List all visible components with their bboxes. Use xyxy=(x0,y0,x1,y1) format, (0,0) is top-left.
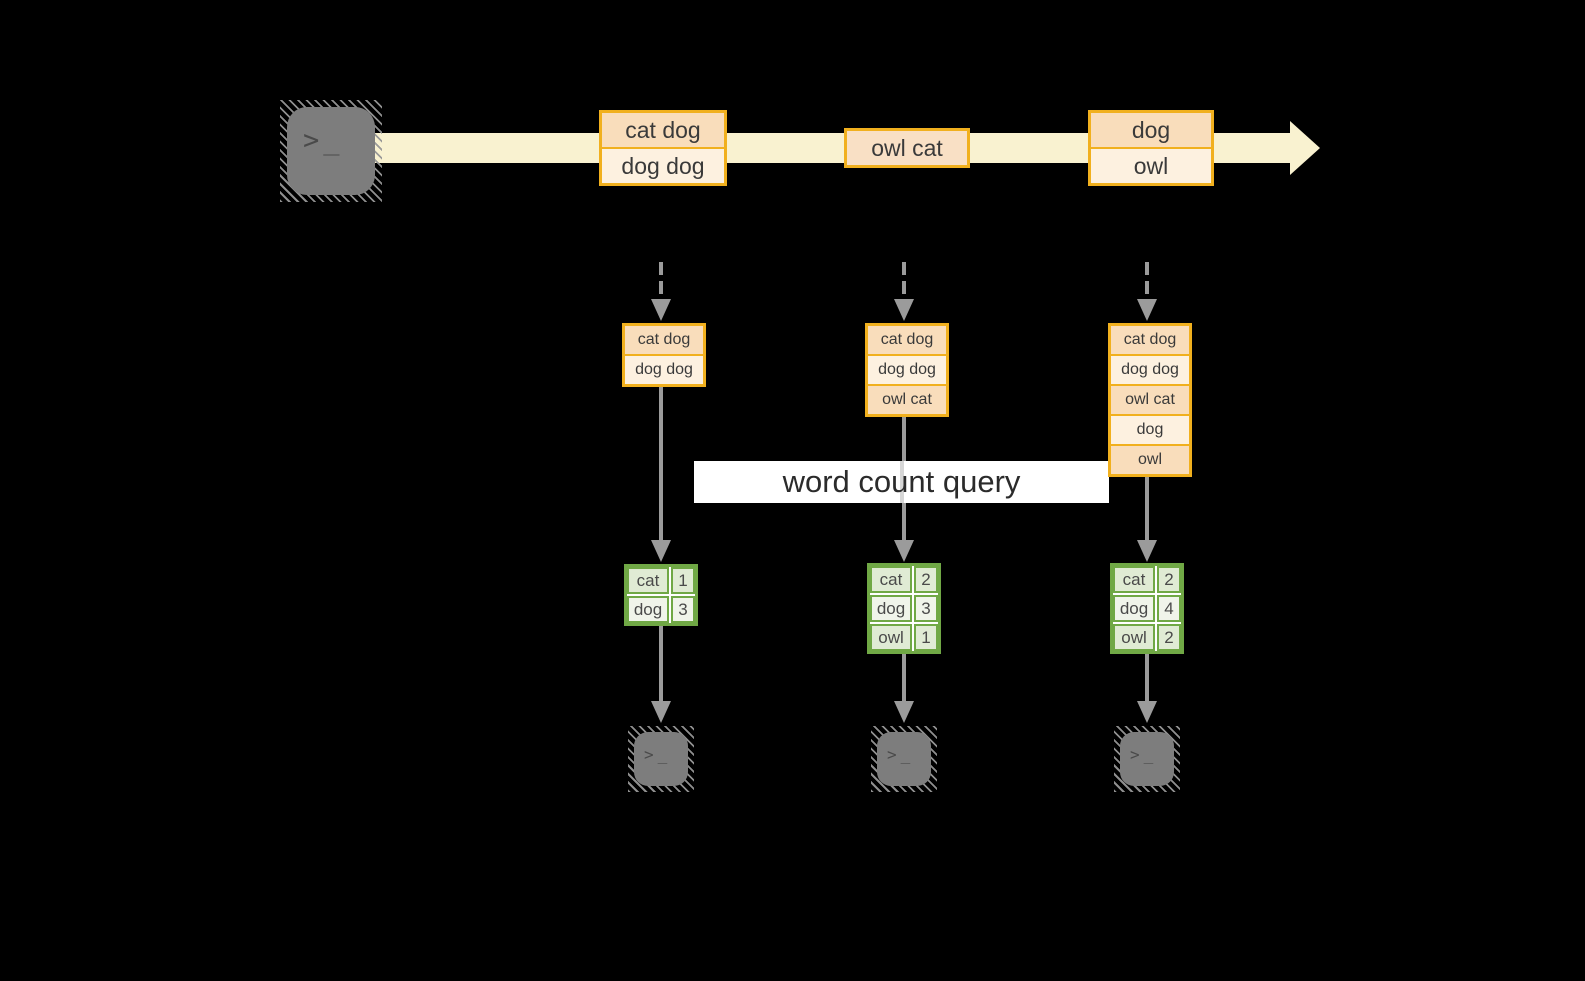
prompt-chevron-icon: > xyxy=(887,745,897,764)
count-cell: 1 xyxy=(671,567,695,594)
stream-batch-3: dog owl xyxy=(1088,110,1214,186)
accumulated-record: dog dog xyxy=(1111,354,1189,384)
word-cell: dog xyxy=(1113,595,1155,622)
word-cell: dog xyxy=(627,596,669,623)
word-cell: owl xyxy=(870,624,912,651)
word-cell: owl xyxy=(1113,624,1155,651)
count-cell: 4 xyxy=(1157,595,1181,622)
stream-record: owl xyxy=(1091,147,1211,183)
terminal-prompt-icon: >_ xyxy=(287,107,375,195)
query-label-box: word count query xyxy=(694,461,1109,503)
prompt-chevron-icon: > xyxy=(303,125,320,156)
word-cell: cat xyxy=(870,566,912,593)
prompt-chevron-icon: > xyxy=(1130,745,1140,764)
stream-record: cat dog xyxy=(602,113,724,147)
count-cell: 1 xyxy=(914,624,938,651)
stream-record: owl cat xyxy=(847,131,967,165)
stream-batch-1: cat dog dog dog xyxy=(599,110,727,186)
arrow-head-icon xyxy=(1137,701,1157,723)
count-cell: 2 xyxy=(1157,566,1181,593)
query-label: word count query xyxy=(782,464,1021,499)
arrow-shaft xyxy=(902,654,906,701)
count-cell: 3 xyxy=(914,595,938,622)
dashed-arrow-segment xyxy=(659,262,663,275)
prompt-cursor-icon: _ xyxy=(657,745,668,764)
arrow-through-line xyxy=(900,461,904,503)
arrow-shaft xyxy=(1145,654,1149,701)
arrow-head-icon xyxy=(651,701,671,723)
arrow-shaft xyxy=(659,626,663,701)
terminal-prompt-icon: >_ xyxy=(877,732,931,786)
stream-arrow-head-icon xyxy=(1290,121,1320,175)
word-cell: cat xyxy=(1113,566,1155,593)
word-count-table-2: cat 2 dog 3 owl 1 xyxy=(867,563,941,654)
dashed-arrow-head-icon xyxy=(651,299,671,321)
stream-record: dog xyxy=(1091,113,1211,147)
accumulated-records-1: cat dog dog dog xyxy=(622,323,706,387)
accumulated-record: dog dog xyxy=(625,354,703,384)
terminal-output-icon-3: >_ xyxy=(1114,726,1180,792)
arrow-shaft xyxy=(1145,477,1149,540)
word-cell: cat xyxy=(627,567,669,594)
dashed-arrow-segment xyxy=(902,262,906,275)
terminal-output-icon-2: >_ xyxy=(871,726,937,792)
word-count-table-1: cat 1 dog 3 xyxy=(624,564,698,626)
accumulated-record: owl cat xyxy=(868,384,946,414)
count-cell: 2 xyxy=(914,566,938,593)
accumulated-record: dog dog xyxy=(868,354,946,384)
dashed-arrow-head-icon xyxy=(1137,299,1157,321)
terminal-source-icon: >_ xyxy=(280,100,382,202)
accumulated-record: dog xyxy=(1111,414,1189,444)
dashed-arrow-head-icon xyxy=(894,299,914,321)
prompt-cursor-icon: _ xyxy=(1143,745,1154,764)
count-cell: 2 xyxy=(1157,624,1181,651)
arrow-head-icon xyxy=(1137,540,1157,562)
dashed-arrow-segment xyxy=(1145,262,1149,275)
accumulated-record: owl cat xyxy=(1111,384,1189,414)
word-count-table-3: cat 2 dog 4 owl 2 xyxy=(1110,563,1184,654)
prompt-chevron-icon: > xyxy=(644,745,654,764)
arrow-head-icon xyxy=(894,540,914,562)
accumulated-record: cat dog xyxy=(868,326,946,354)
arrow-head-icon xyxy=(651,540,671,562)
accumulated-records-3: cat dog dog dog owl cat dog owl xyxy=(1108,323,1192,477)
dashed-arrow-segment xyxy=(902,281,906,294)
terminal-prompt-icon: >_ xyxy=(634,732,688,786)
arrow-shaft xyxy=(659,387,663,540)
prompt-cursor-icon: _ xyxy=(900,745,911,764)
stream-record: dog dog xyxy=(602,147,724,183)
accumulated-records-2: cat dog dog dog owl cat xyxy=(865,323,949,417)
word-cell: dog xyxy=(870,595,912,622)
accumulated-record: cat dog xyxy=(625,326,703,354)
stream-batch-2: owl cat xyxy=(844,128,970,168)
count-cell: 3 xyxy=(671,596,695,623)
accumulated-record: owl xyxy=(1111,444,1189,474)
arrow-head-icon xyxy=(894,701,914,723)
dashed-arrow-segment xyxy=(1145,281,1149,294)
terminal-prompt-icon: >_ xyxy=(1120,732,1174,786)
prompt-cursor-icon: _ xyxy=(323,125,340,156)
accumulated-record: cat dog xyxy=(1111,326,1189,354)
dashed-arrow-segment xyxy=(659,281,663,294)
terminal-output-icon-1: >_ xyxy=(628,726,694,792)
